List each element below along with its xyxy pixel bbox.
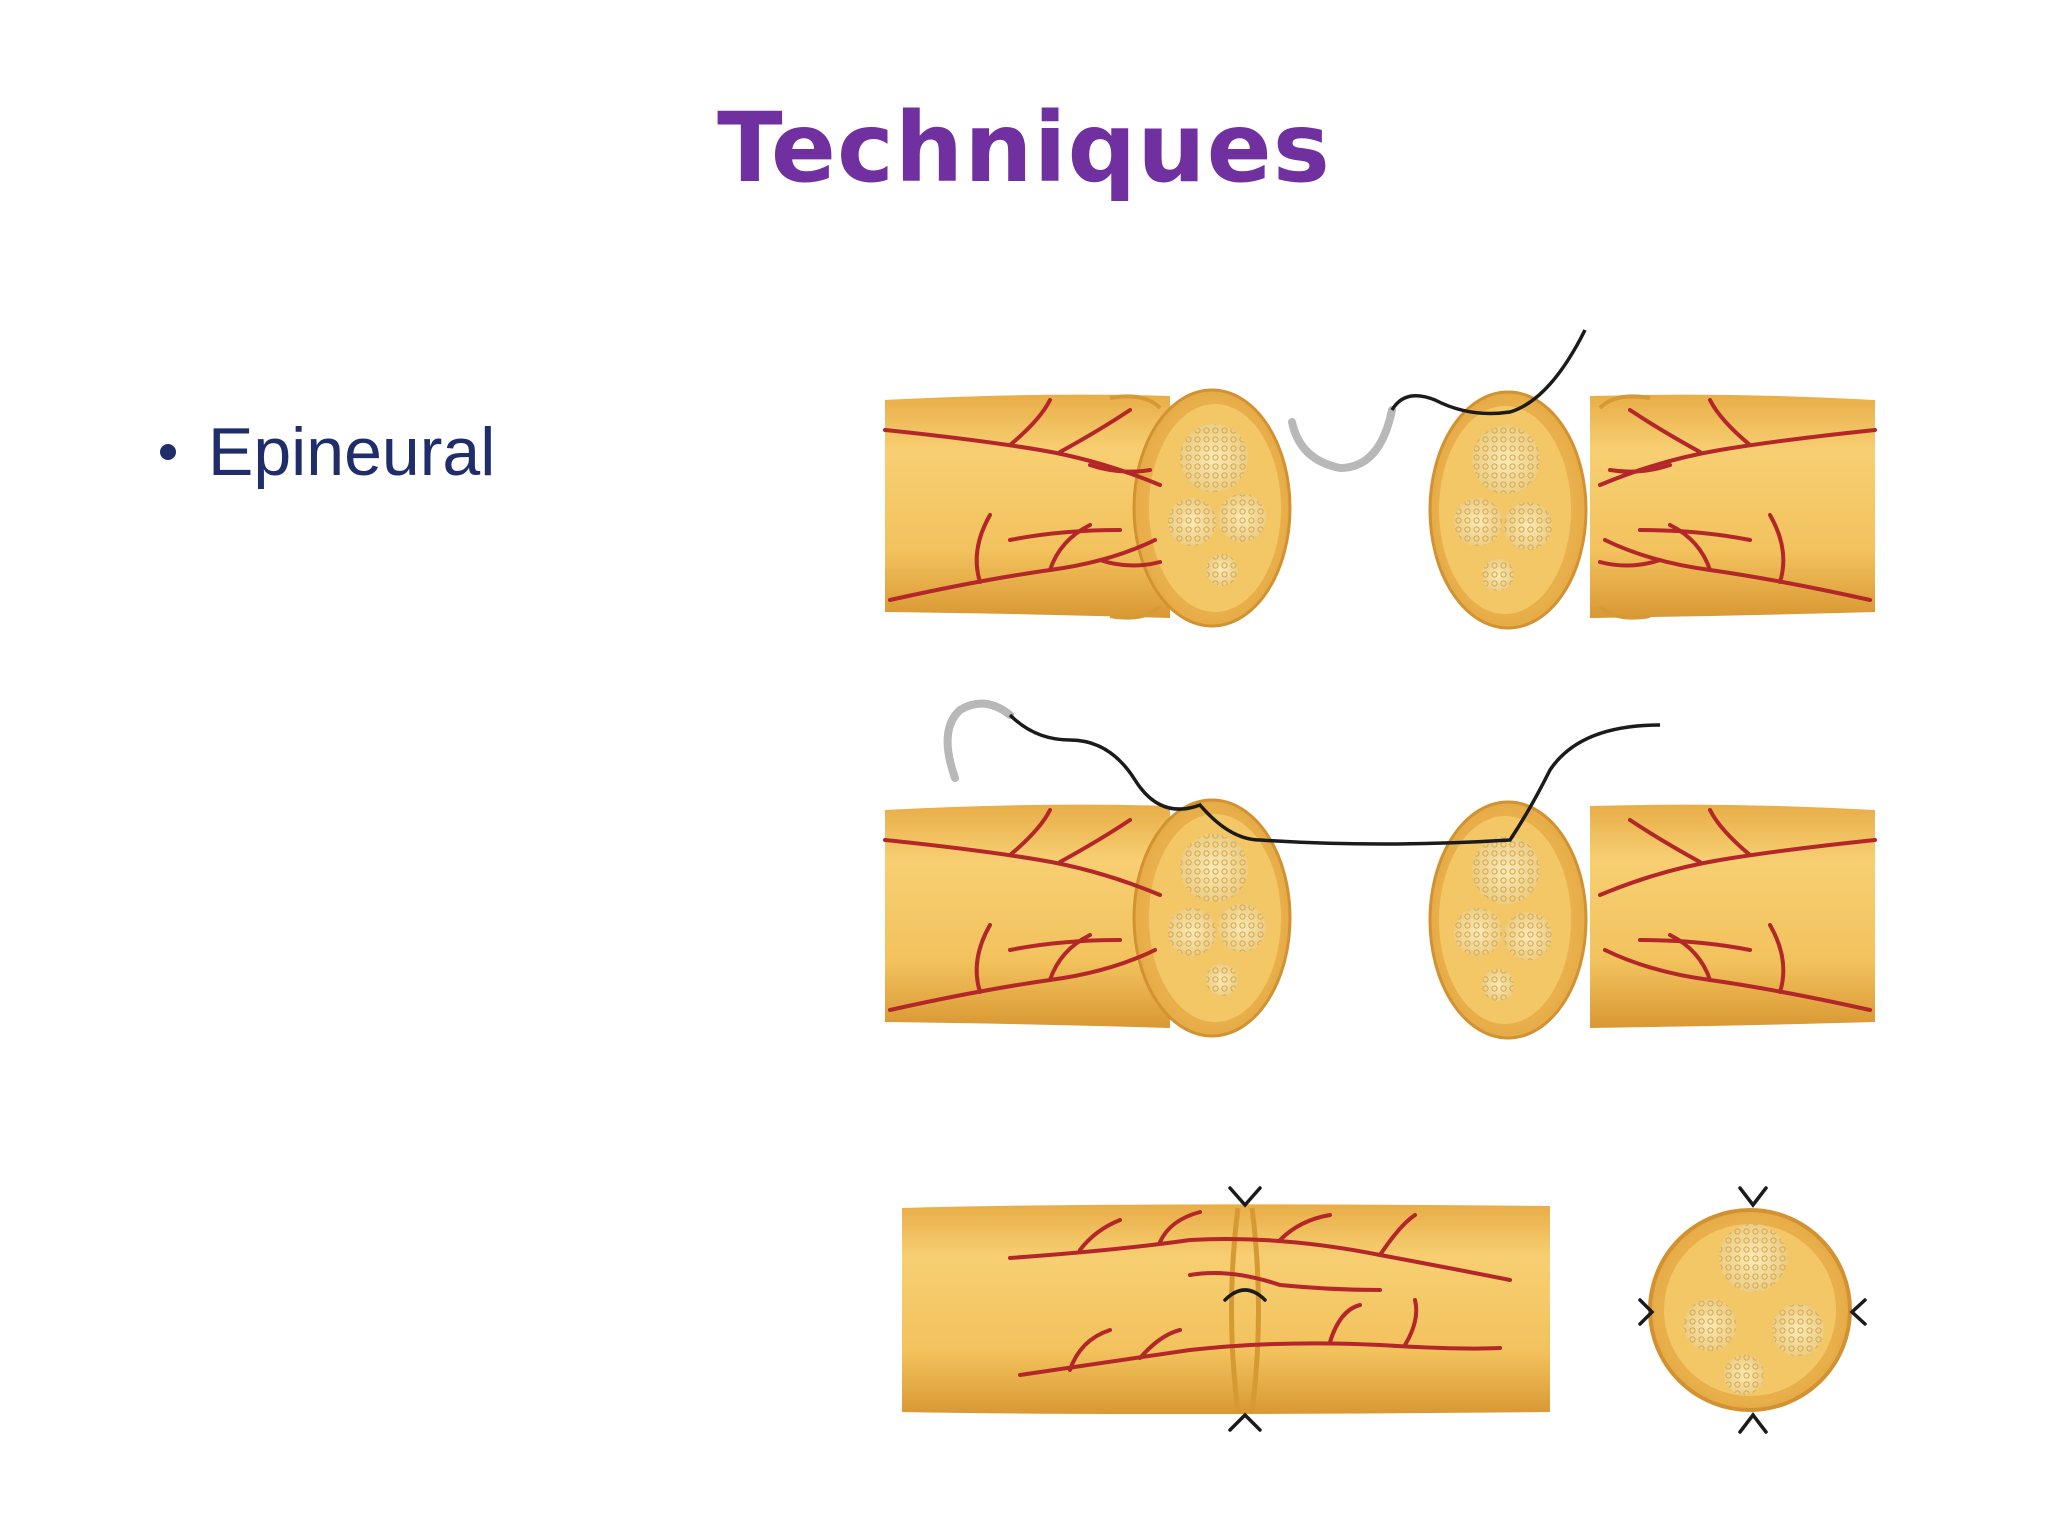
bullet-icon (160, 444, 176, 460)
row-1-stumps (883, 329, 1877, 630)
row-3-repaired-nerve (902, 1186, 1867, 1434)
bullet-list: Epineural (160, 418, 495, 486)
row-2-stumps (883, 699, 1877, 1040)
nerve-repair-illustration (883, 329, 1877, 1434)
bullet-text: Epineural (208, 414, 496, 490)
slide-title: Techniques (717, 92, 1331, 204)
bullet-item-epineural: Epineural (160, 418, 495, 486)
